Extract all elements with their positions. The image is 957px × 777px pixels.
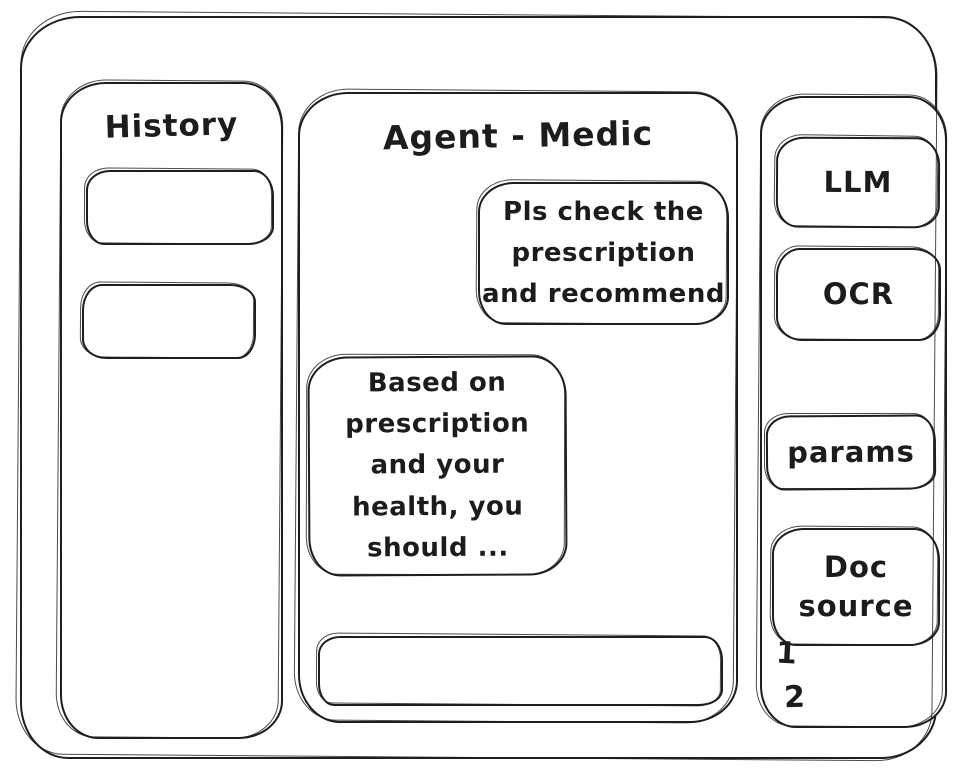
doc-source-item-1[interactable]: 1 [775,635,798,672]
llm-button[interactable]: LLM [775,136,941,229]
agent-message-bubble: Based on prescription and your health, y… [307,355,568,577]
user-message-bubble: Pls check the prescription and recommend [478,182,729,325]
chat-title: Agent - Medic [382,113,654,158]
doc-source-button[interactable]: Doc source [772,528,940,646]
message-input[interactable] [318,636,723,706]
tools-panel: LLM OCR params Doc source 1 2 [760,96,947,728]
ocr-button[interactable]: OCR [776,248,941,341]
window-frame: History Agent - Medic Pls check the pres… [20,16,947,759]
message-input-field[interactable] [332,644,713,698]
params-button[interactable]: params [765,414,937,491]
history-item[interactable] [86,170,274,245]
history-item[interactable] [82,284,256,359]
history-panel: History [60,82,283,739]
doc-source-item-2[interactable]: 2 [783,679,806,716]
chat-panel: Agent - Medic Pls check the prescription… [298,92,738,723]
history-title: History [104,106,239,146]
